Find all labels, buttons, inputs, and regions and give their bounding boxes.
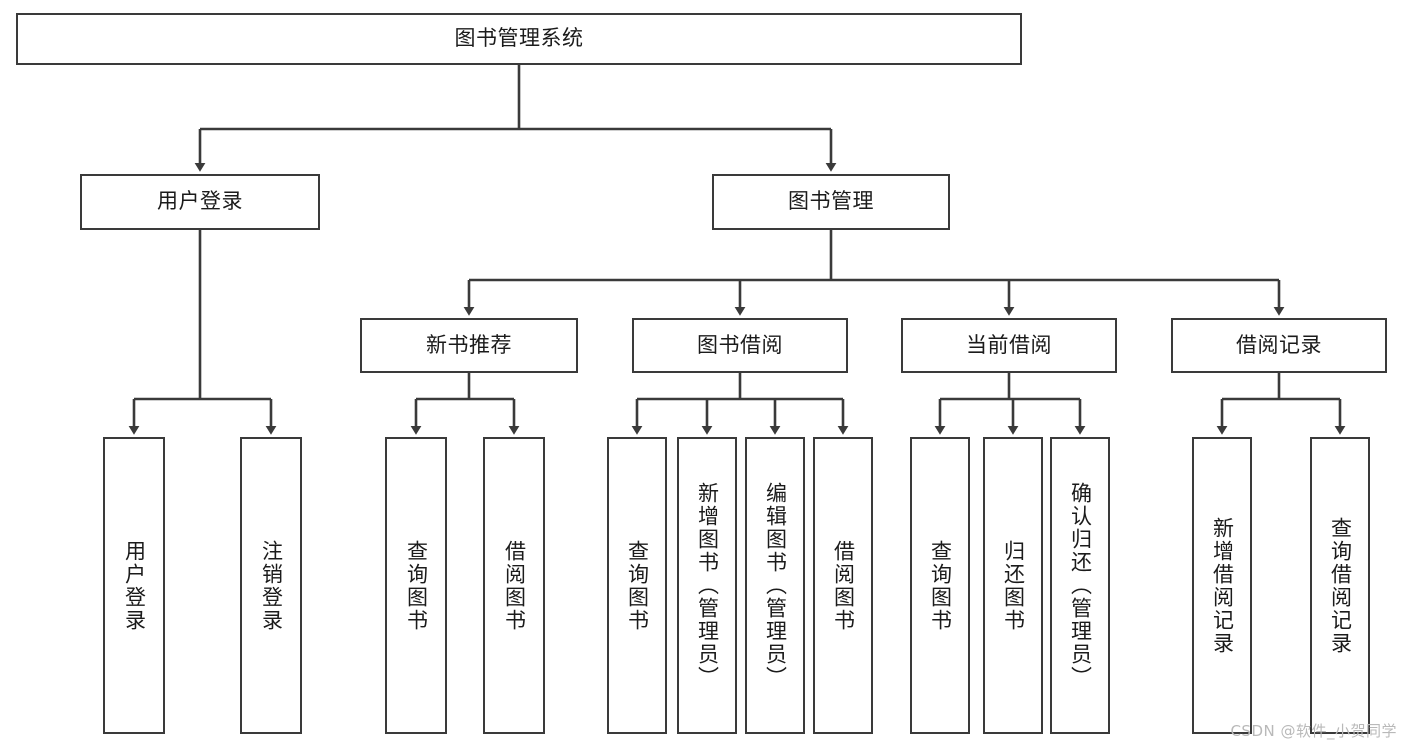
node-b-edit[interactable]: 编辑图书（管理员）: [745, 437, 805, 734]
node-n-borrow[interactable]: 借阅图书: [483, 437, 545, 734]
node-b-add[interactable]: 新增图书（管理员）: [677, 437, 737, 734]
node-r-add[interactable]: 新增借阅记录: [1192, 437, 1252, 734]
node-l-login[interactable]: 用户登录: [103, 437, 165, 734]
node-label: 查询借阅记录: [1328, 516, 1353, 655]
node-label: 新增图书（管理员）: [695, 482, 720, 689]
node-label: 用户登录: [122, 539, 147, 632]
node-label: 借阅图书: [502, 539, 527, 632]
node-newbook[interactable]: 新书推荐: [360, 318, 578, 373]
node-n-query[interactable]: 查询图书: [385, 437, 447, 734]
node-label: 查询图书: [928, 539, 953, 632]
node-c-query[interactable]: 查询图书: [910, 437, 970, 734]
node-root[interactable]: 图书管理系统: [16, 13, 1022, 65]
node-current[interactable]: 当前借阅: [901, 318, 1117, 373]
node-label: 图书管理系统: [454, 26, 584, 51]
node-label: 借阅记录: [1236, 332, 1322, 357]
node-label: 编辑图书（管理员）: [763, 482, 788, 689]
node-c-confirm[interactable]: 确认归还（管理员）: [1050, 437, 1110, 734]
node-b-query[interactable]: 查询图书: [607, 437, 667, 734]
node-label: 当前借阅: [966, 332, 1052, 357]
node-borrow[interactable]: 图书借阅: [632, 318, 848, 373]
node-label: 确认归还（管理员）: [1068, 482, 1093, 689]
node-label: 归还图书: [1001, 539, 1026, 632]
node-label: 图书借阅: [697, 332, 783, 357]
node-label: 注销登录: [259, 539, 284, 632]
node-label: 新书推荐: [426, 332, 512, 357]
node-login[interactable]: 用户登录: [80, 174, 320, 230]
node-r-query[interactable]: 查询借阅记录: [1310, 437, 1370, 734]
watermark-label: CSDN @软件_小贺同学: [1230, 722, 1397, 740]
node-label: 查询图书: [625, 539, 650, 632]
node-bookmgmt[interactable]: 图书管理: [712, 174, 950, 230]
node-label: 新增借阅记录: [1210, 516, 1235, 655]
node-records[interactable]: 借阅记录: [1171, 318, 1387, 373]
node-l-logout[interactable]: 注销登录: [240, 437, 302, 734]
node-c-return[interactable]: 归还图书: [983, 437, 1043, 734]
node-b-lend[interactable]: 借阅图书: [813, 437, 873, 734]
node-label: 查询图书: [404, 539, 429, 632]
node-label: 图书管理: [788, 189, 874, 214]
node-label: 用户登录: [157, 189, 243, 214]
node-label: 借阅图书: [831, 539, 856, 632]
